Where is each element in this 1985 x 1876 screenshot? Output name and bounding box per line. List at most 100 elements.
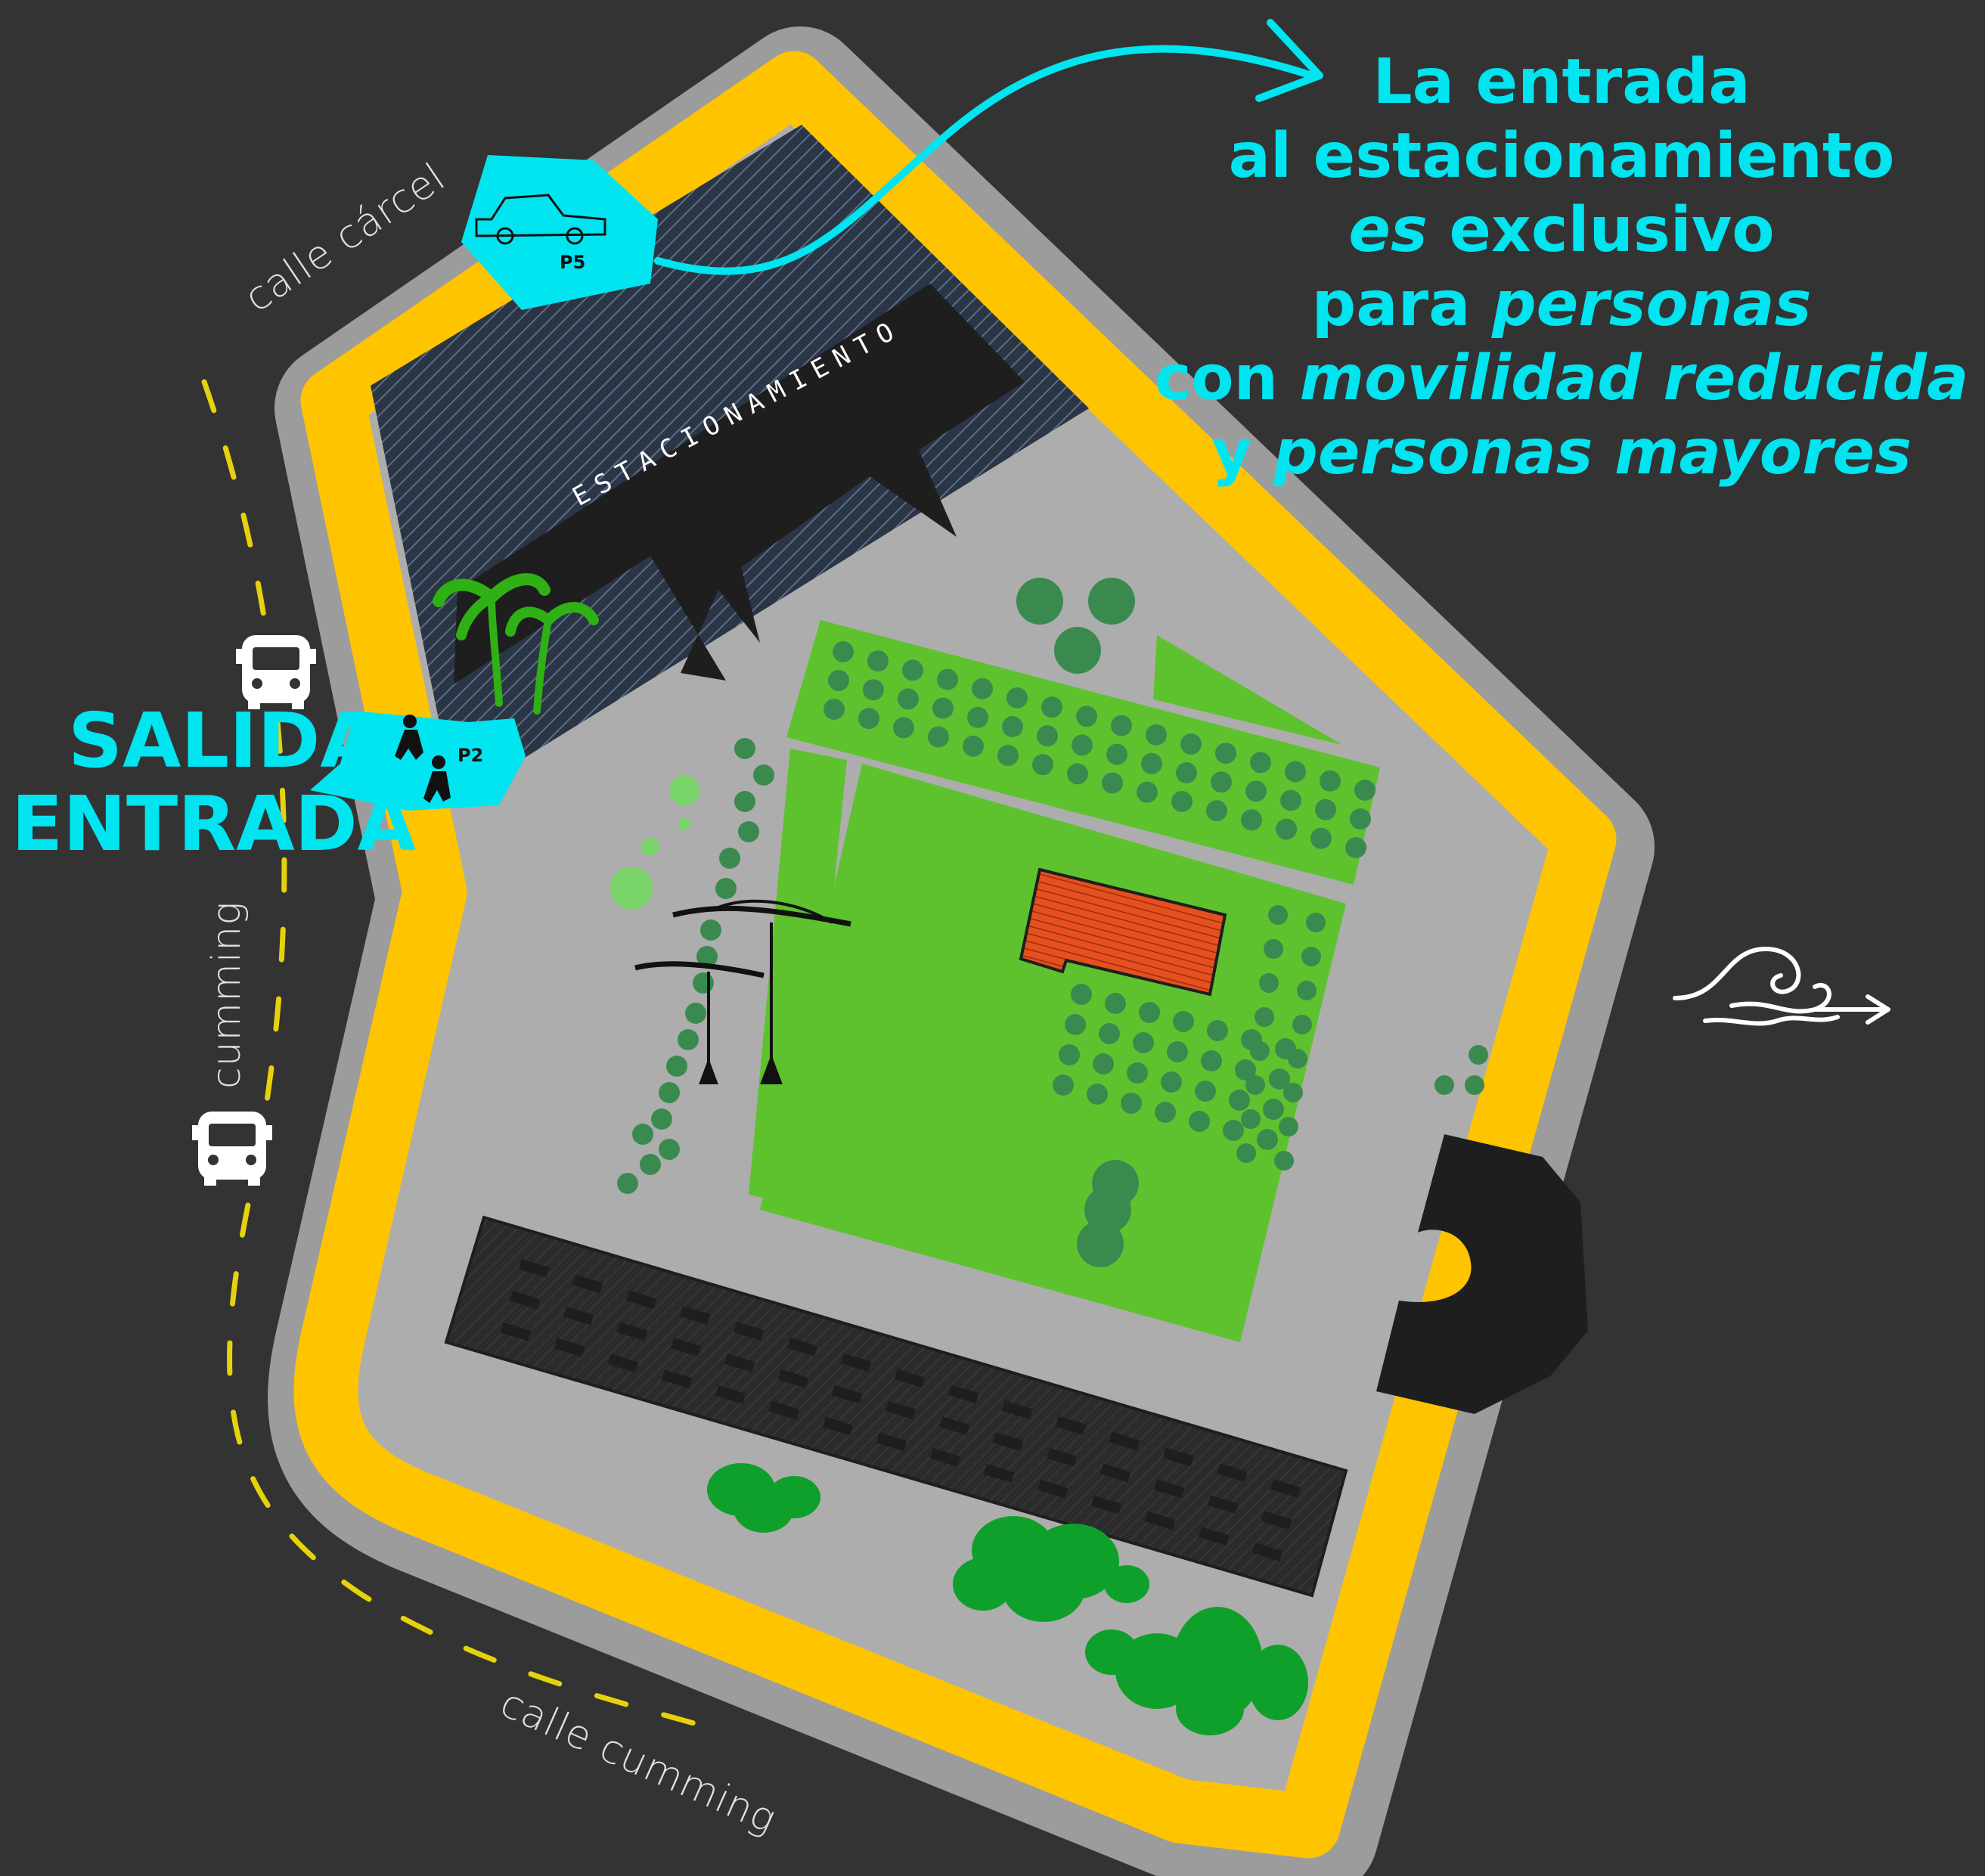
tree [610,867,653,910]
tree [1102,772,1123,794]
pedestrian-icon [395,715,451,803]
tree [1241,809,1262,831]
tree [1137,781,1158,803]
tree [685,1003,706,1024]
tree [715,878,737,899]
tree [1106,743,1127,765]
notice-arrow [654,45,1316,275]
tree [1223,1120,1244,1141]
wave-icon [1673,947,1890,1026]
window [1144,1511,1176,1530]
tree [902,659,923,681]
tree [867,650,889,672]
window [572,1274,603,1294]
tree [1310,827,1332,849]
pedestrian-gate-arrow[interactable] [310,711,526,811]
tree [1250,1041,1270,1061]
notice-line-3-italic: es [1348,194,1428,266]
tree [1121,1093,1142,1114]
tree [666,1056,687,1077]
tree [932,697,954,719]
vehicle-gate-arrow[interactable] [461,155,658,310]
tree-group [617,641,1488,1194]
tree [1006,687,1028,709]
tree [1434,1075,1454,1095]
tree [696,946,718,967]
window [733,1322,765,1341]
east-gate [1376,1134,1588,1414]
window [500,1323,532,1341]
tree [1320,770,1341,792]
window [840,1353,872,1372]
tree [1032,754,1053,776]
tree [1206,800,1227,822]
tree [898,688,919,710]
tree [1350,808,1371,829]
tree [1065,1014,1086,1035]
tree [693,972,714,994]
tree-cluster-north [1016,578,1139,1267]
window [715,1385,746,1404]
window [518,1258,550,1278]
window [1090,1495,1122,1515]
window [938,1416,970,1435]
notice-line-3: es exclusivo [1146,194,1977,268]
shrub-cluster [707,1463,1308,1735]
window [1216,1463,1248,1482]
tree [1245,780,1267,802]
tree [893,717,914,739]
tree [823,699,845,720]
window [554,1338,585,1357]
tree [1211,771,1232,793]
tree [678,818,690,830]
window [777,1369,809,1388]
tree [1155,1102,1176,1123]
window [616,1322,648,1341]
window [1001,1400,1033,1419]
tree [669,775,699,805]
tree [1099,1023,1120,1044]
notice-line-6-regular: y [1211,417,1274,488]
car-icon [475,194,606,245]
tree [1105,993,1126,1014]
window [661,1369,693,1388]
palm-tree-icon [433,573,599,715]
window [831,1385,863,1404]
notice-line-2: al estacionamiento [1228,120,1895,192]
notice-line-5-regular: con [1154,343,1300,414]
tree [1245,1075,1265,1095]
tree [1268,905,1288,925]
tree [1250,752,1271,774]
tree [828,670,849,691]
notice-line-6-italic: personas mayores [1273,417,1912,488]
tree [1288,1049,1307,1068]
tree [617,1173,638,1194]
tree [1146,724,1167,746]
window [1055,1416,1087,1435]
tree [641,838,659,856]
tree [1241,1109,1261,1129]
window [1251,1543,1283,1561]
notice-line-1: La entrada [1372,46,1751,118]
window [563,1306,594,1326]
tree [833,641,854,662]
window [625,1290,657,1310]
tree [1127,1062,1148,1084]
window [929,1448,961,1467]
window [1037,1479,1068,1499]
window [1046,1448,1078,1467]
window [1109,1431,1140,1451]
window [983,1464,1015,1483]
tree [1133,1032,1154,1053]
tree [928,726,949,748]
tree [1345,837,1366,858]
notice-line-6: y personas mayores [1146,416,1977,490]
notice-line-5: con movilidad reducida [1146,342,1977,416]
streetlight-icon [634,899,851,1084]
window [1162,1447,1194,1467]
tree [1229,1090,1250,1111]
tree [1306,913,1326,932]
window [1198,1527,1230,1546]
tree [967,706,988,728]
